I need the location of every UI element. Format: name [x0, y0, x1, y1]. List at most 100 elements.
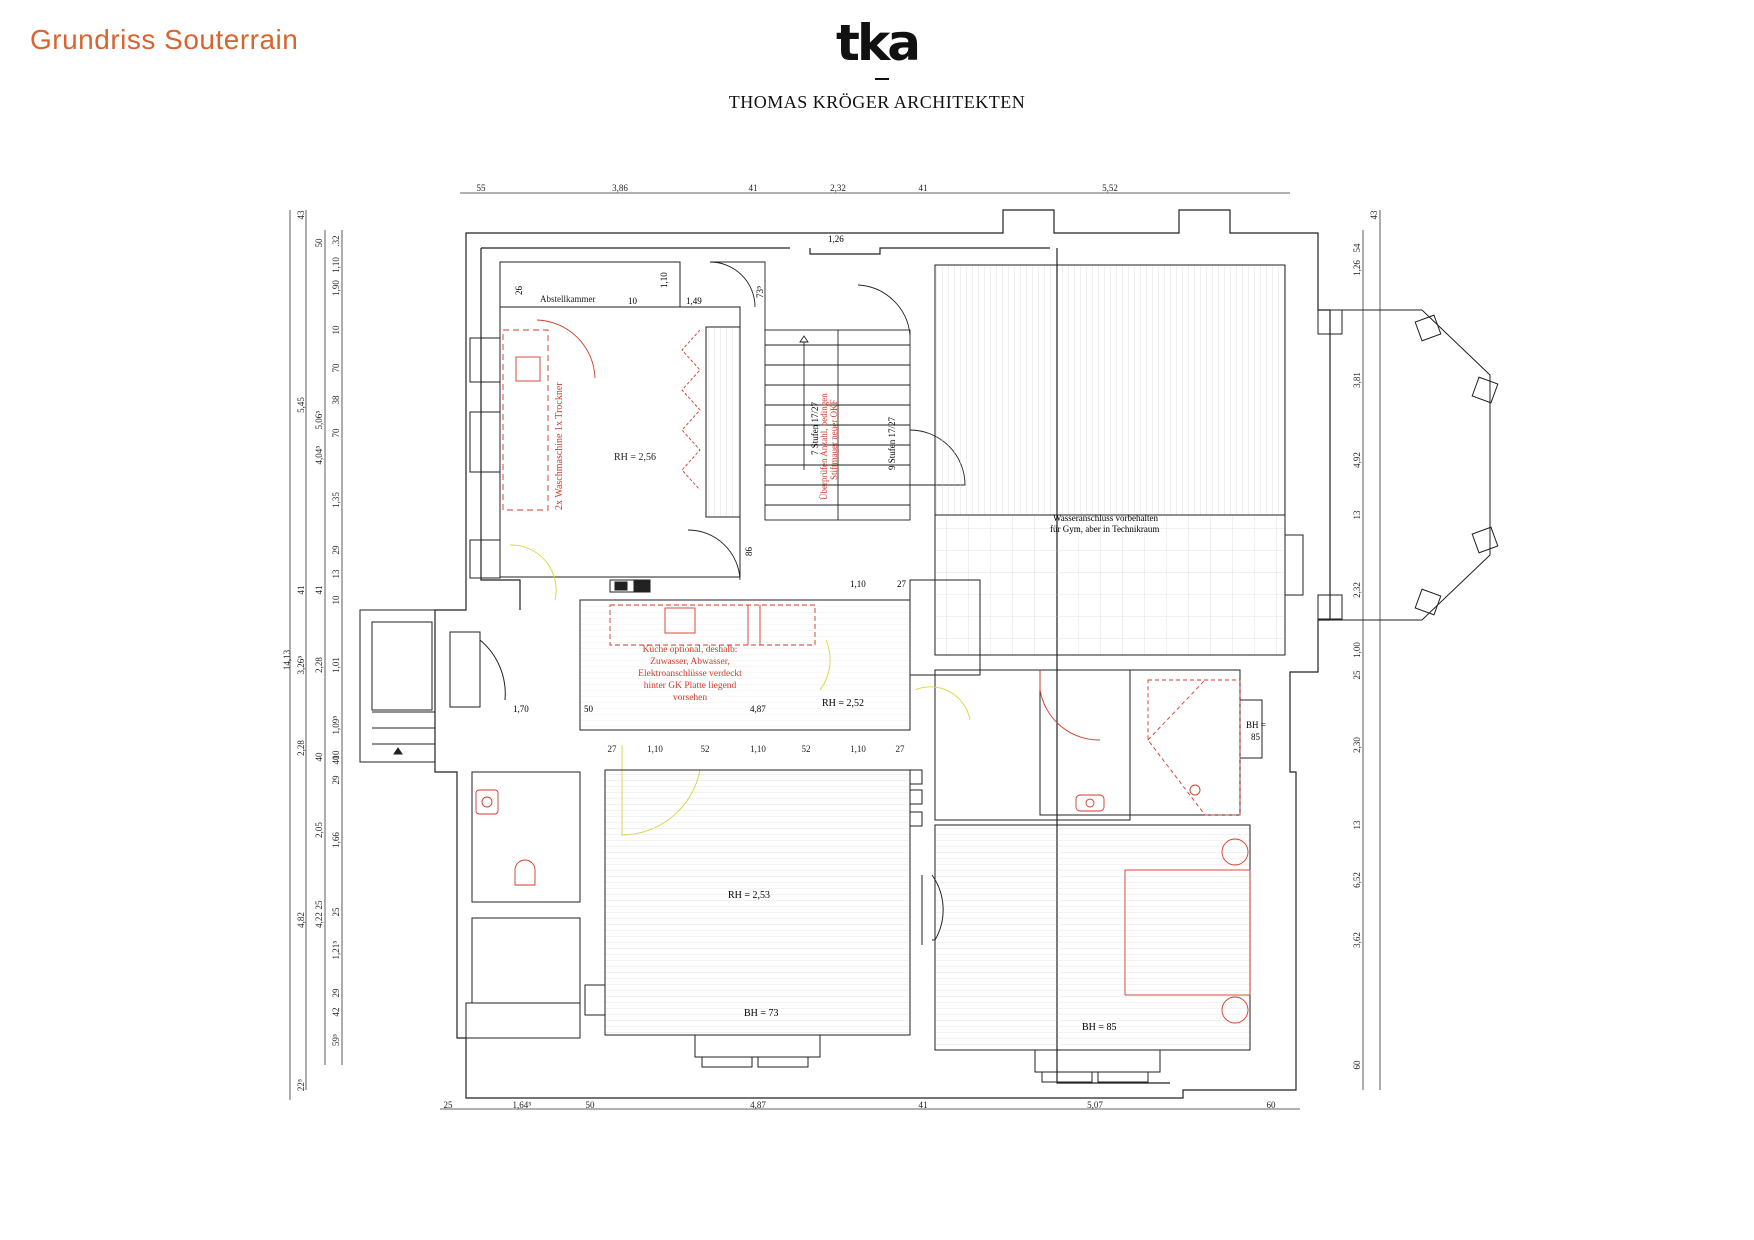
dim-right-3: 3,81 — [1352, 372, 1362, 388]
label-ueberpruefen-1: Überprüfen Anzahl, bedingen — [819, 393, 829, 500]
dim-right-8: 25 — [1352, 670, 1362, 680]
dim-bottom-4: 41 — [919, 1100, 928, 1110]
top-dimension-labels: 55 3,86 41 2,32 41 5,52 — [477, 183, 1118, 193]
dim-left-d-6: 70 — [331, 428, 341, 438]
dim-left-b-5: 4,82 — [296, 912, 306, 928]
dim-left-d-2: 1,90 — [331, 280, 341, 296]
dim-left-b-0: 43 — [296, 210, 306, 220]
dim-top-4: 41 — [919, 183, 928, 193]
dim-bottom-1: 1,64⁵ — [513, 1100, 532, 1110]
dim-bottom-5: 5,07 — [1087, 1100, 1103, 1110]
dim-left-total: 14,13 — [282, 649, 292, 670]
label-126: 1,26 — [828, 234, 844, 244]
dim-left-d-18: 1,21⁵ — [331, 941, 341, 960]
dim-left-d-10: 10 — [331, 595, 341, 605]
dim-right-6: 2,32 — [1352, 582, 1362, 598]
kitchen — [609, 604, 831, 691]
dim-right-12: 3,62 — [1352, 932, 1362, 948]
corridor — [579, 579, 1131, 821]
room-living — [584, 769, 944, 1068]
left-dimension-lines — [289, 210, 343, 1100]
label-waschmaschine: 2x Waschmaschine 1x Trockner — [554, 382, 565, 510]
dim-left-c-3: 41 — [314, 586, 324, 595]
dim-left-b-2: 41 — [296, 586, 306, 595]
dim-left-d-11: 1,01 — [331, 657, 341, 673]
dim-left-d-21: 59⁵ — [331, 1034, 341, 1046]
dim-left-d-17: 25 — [331, 907, 341, 917]
dim-left-c-1: 5,06⁵ — [314, 411, 324, 430]
dim-right-0: 43 — [1369, 210, 1379, 220]
label-rh256: RH = 2,56 — [614, 452, 656, 463]
label-86: 86 — [744, 547, 754, 557]
room-bedroom — [921, 824, 1251, 1083]
label-487: 4,87 — [750, 704, 766, 714]
dim-left-c-7: 25 — [314, 900, 324, 910]
dim-right-5: 13 — [1352, 510, 1362, 520]
dim-left-d-9: 13 — [331, 569, 341, 579]
kueche-line-0: Küche optional, deshalb: — [643, 645, 738, 655]
label-73: 73⁵ — [755, 286, 765, 298]
dim-left-d-15: 29 — [331, 775, 341, 785]
dim-left-d-1: 1,10 — [331, 257, 341, 273]
label-bh85-a: BH = — [1246, 720, 1266, 730]
dim-left-d-3: 10 — [331, 325, 341, 335]
dim-top-1: 3,86 — [612, 183, 628, 193]
dim-left-d-8: 29 — [331, 545, 341, 555]
dim-left-d-16: 1,66 — [331, 832, 341, 848]
firm-name: THOMAS KRÖGER ARCHITEKTEN — [728, 92, 1026, 112]
room-bath — [1039, 669, 1263, 816]
label-149: 1,49 — [686, 296, 702, 306]
right-dimension-line — [1362, 210, 1381, 1090]
dim-row2-5: 1,10 — [850, 744, 866, 754]
staircase — [687, 261, 966, 581]
dim-left-b-3: 3,26⁵ — [296, 656, 306, 675]
dim-row2-3: 1,10 — [750, 744, 766, 754]
label-bh85-b: 85 — [1251, 732, 1261, 742]
dim-left-c-5: 40 — [314, 752, 324, 762]
dim-right-4: 4,92 — [1352, 452, 1362, 468]
kueche-line-2: Elektroanschlüsse verdeckt — [638, 669, 742, 679]
dim-right-13: 60 — [1352, 1060, 1362, 1070]
page-title: Grundriss Souterrain — [30, 24, 299, 55]
dim-top-2: 41 — [749, 183, 758, 193]
dim-left-d-4: 70 — [331, 363, 341, 373]
label-26: 26 — [514, 286, 524, 296]
dim-left-d-13: 10 — [331, 750, 341, 760]
dim-left-c-6: 2,05 — [314, 822, 324, 838]
label-bh73: BH = 73 — [744, 1008, 779, 1019]
dim-bottom-3: 4,87 — [750, 1100, 766, 1110]
dim-right-10: 13 — [1352, 820, 1362, 830]
dim-left-d-12: 1,09⁵ — [331, 716, 341, 735]
label-170: 1,70 — [513, 704, 529, 714]
label-27a: 27 — [897, 579, 907, 589]
label-rh252: RH = 2,52 — [822, 698, 864, 709]
label-abstellkammer: Abstellkammer — [540, 294, 596, 304]
dim-row2-4: 52 — [802, 744, 811, 754]
logo-divider — [875, 78, 889, 80]
dim-left-d-14: 40 — [331, 755, 341, 765]
label-rh253: RH = 2,53 — [728, 890, 770, 901]
dim-left-b-4: 2,28 — [296, 740, 306, 756]
dim-left-d-0: .32 — [331, 235, 341, 246]
dim-left-b-1: 5,45 — [296, 397, 306, 413]
room-gym — [934, 264, 1304, 656]
dim-right-1: 54 — [1352, 243, 1362, 253]
label-stufen7: 7 Stufen 17/27 — [810, 402, 820, 455]
entrance-porch — [359, 609, 506, 763]
dim-bottom-6: 60 — [1267, 1100, 1277, 1110]
laundry-machines — [502, 319, 701, 601]
dim-row2-6: 27 — [896, 744, 906, 754]
label-ueberpruefen-2: Stiftmauer neuer OKF — [829, 400, 839, 480]
dim-top-0: 55 — [477, 183, 487, 193]
dim-left-c-0: 50 — [314, 238, 324, 248]
label-110: 1,10 — [659, 272, 669, 288]
label-wasser-2: für Gym, aber in Technikraum — [1050, 524, 1159, 534]
dim-bottom-0: 25 — [444, 1100, 454, 1110]
dim-left-b-6: 22⁵ — [296, 1079, 306, 1091]
dim-right-11: 6,52 — [1352, 872, 1362, 888]
kitchen-note: Küche optional, deshalb: Zuwasser, Abwas… — [638, 645, 742, 703]
room-wc — [465, 771, 581, 1039]
dim-top-3: 2,32 — [830, 183, 846, 193]
